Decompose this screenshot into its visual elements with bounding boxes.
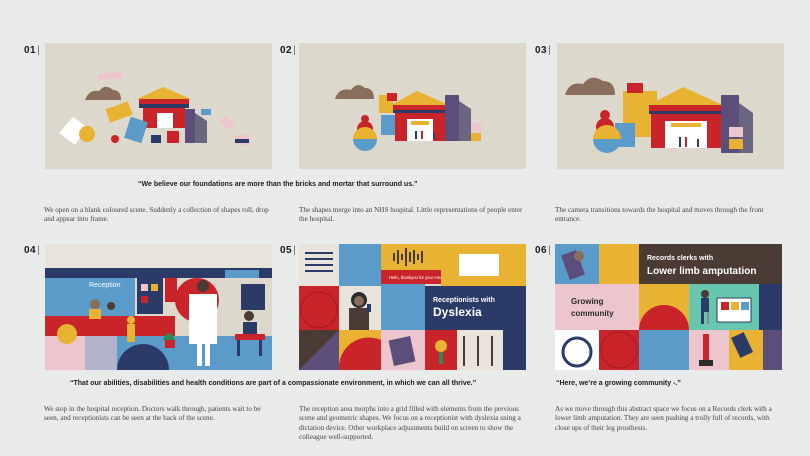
frame-number-01: 01| bbox=[24, 45, 41, 56]
frame-description-04: We stop in the hospital reception. Docto… bbox=[44, 405, 261, 423]
frame-number-06: 06| bbox=[535, 245, 552, 256]
frame-panel-03 bbox=[557, 43, 784, 169]
frame-description-02: The shapes merge into an NHS hospital. L… bbox=[299, 206, 523, 224]
caption-line-2: Dyslexia bbox=[433, 305, 482, 319]
quote-row-2-left: “That our abilities, disabilities and he… bbox=[70, 380, 477, 387]
quote-row-1: “We believe our foundations are more tha… bbox=[138, 181, 418, 188]
scene-reception: Reception bbox=[45, 244, 272, 370]
caption-line-1: Records clerks with bbox=[647, 255, 713, 262]
frame-description-03: The camera transitions towards the hospi… bbox=[555, 206, 764, 224]
scene-dyslexia-grid: Hello, thankyou for your email Reception… bbox=[299, 244, 526, 370]
frame-panel-02 bbox=[299, 43, 526, 169]
scene-hospital-approach bbox=[557, 43, 784, 169]
frame-panel-05: Hello, thankyou for your email Reception… bbox=[299, 244, 526, 370]
growing-label-line-2: community bbox=[571, 309, 614, 318]
scene-hospital-exterior bbox=[299, 43, 526, 169]
frame-number-02: 02| bbox=[280, 45, 297, 56]
frame-panel-01 bbox=[45, 43, 272, 169]
quote-row-2-right: “Here, we’re a growing community -.” bbox=[556, 380, 681, 387]
caption-line-2: Lower limb amputation bbox=[647, 266, 756, 277]
speech-transcript: Hello, thankyou for your email bbox=[389, 275, 444, 280]
frame-panel-06: Records clerks with Lower limb amputatio… bbox=[555, 244, 782, 370]
frame-number-03: 03| bbox=[535, 45, 552, 56]
frame-panel-04: Reception bbox=[45, 244, 272, 370]
frame-description-05: The reception area morphs into a grid fi… bbox=[299, 405, 521, 442]
scene-community-grid: Records clerks with Lower limb amputatio… bbox=[555, 244, 782, 370]
frame-description-06: As we move through this abstract space w… bbox=[555, 405, 772, 432]
caption-line-1: Receptionists with bbox=[433, 297, 495, 304]
frame-number-04: 04| bbox=[24, 245, 41, 256]
reception-sign: Reception bbox=[89, 282, 121, 289]
frame-description-01: We open on a blank coloured scene. Sudde… bbox=[44, 206, 269, 224]
scene-shapes-falling bbox=[45, 43, 272, 169]
growing-label-line-1: Growing bbox=[571, 297, 604, 306]
frame-number-05: 05| bbox=[280, 245, 297, 256]
